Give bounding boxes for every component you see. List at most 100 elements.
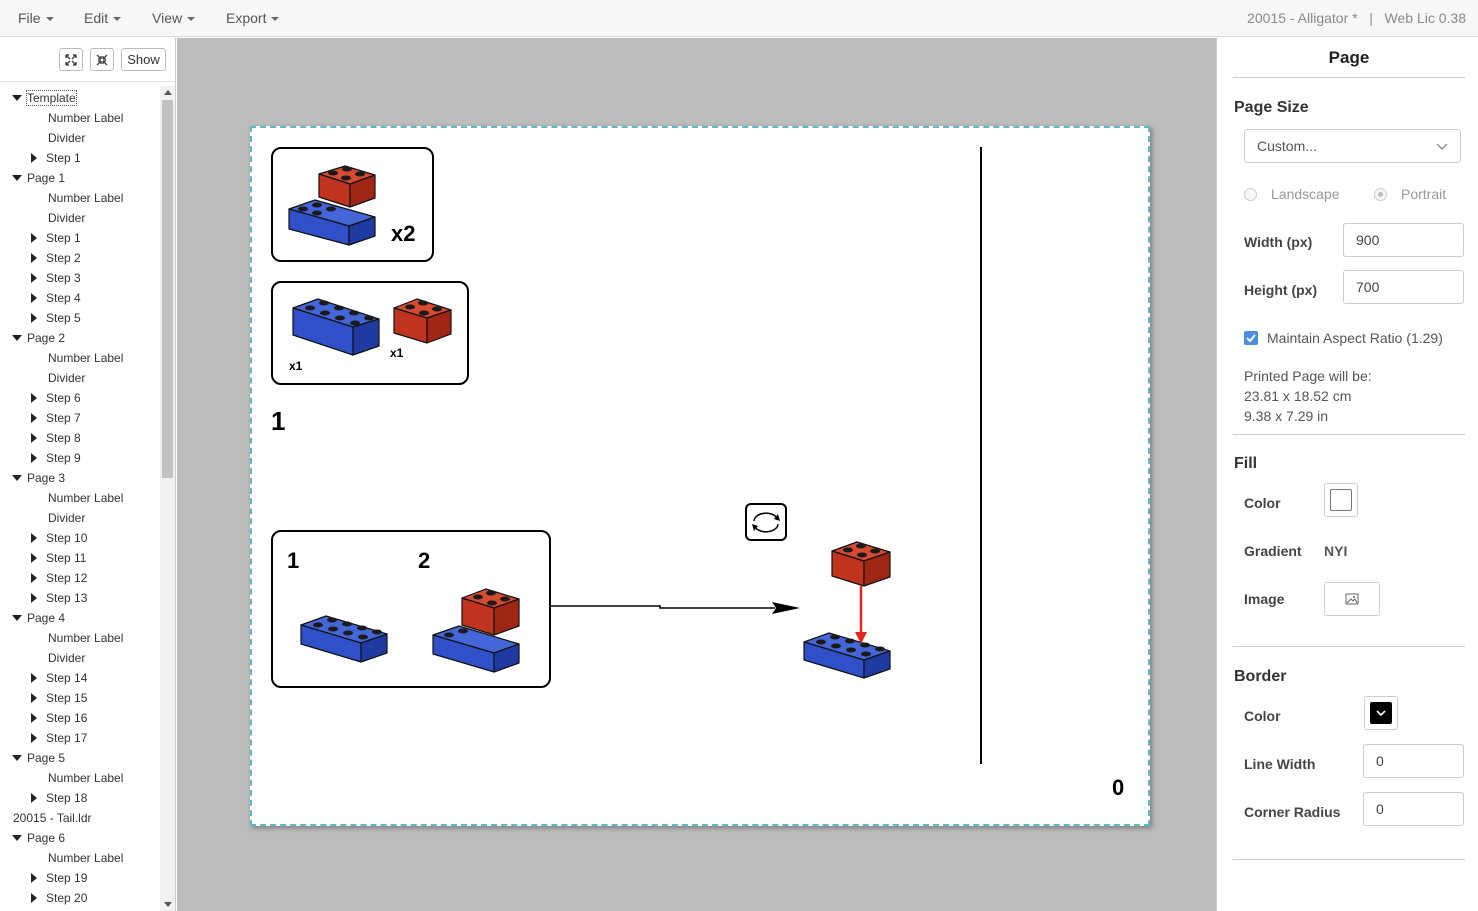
collapse-caret-icon[interactable] — [31, 873, 37, 883]
tree-row[interactable]: Step 20 — [0, 888, 160, 908]
tree-row[interactable]: Page 4 — [0, 608, 160, 628]
tree-row[interactable]: Number Label — [0, 628, 160, 648]
menu-file[interactable]: File — [18, 10, 54, 26]
collapse-caret-icon[interactable] — [31, 293, 37, 303]
tree-row[interactable]: Divider — [0, 128, 160, 148]
tree-row[interactable]: Step 11 — [0, 548, 160, 568]
corner-radius-input[interactable]: 0 — [1363, 792, 1464, 826]
portrait-radio[interactable] — [1374, 188, 1387, 201]
tree-row[interactable]: Number Label — [0, 488, 160, 508]
scrollbar-thumb[interactable] — [162, 100, 173, 478]
submodel-count[interactable]: x2 — [391, 221, 416, 246]
tree-row[interactable]: Step 6 — [0, 388, 160, 408]
callout-box[interactable]: 1 2 — [271, 530, 551, 688]
tree-row[interactable]: Step 9 — [0, 448, 160, 468]
tree-row[interactable]: Step 14 — [0, 668, 160, 688]
collapse-caret-icon[interactable] — [31, 693, 37, 703]
collapse-caret-icon[interactable] — [31, 893, 37, 903]
tree-row[interactable]: Step 10 — [0, 528, 160, 548]
tree-row[interactable]: Step 15 — [0, 688, 160, 708]
tree-row[interactable]: Number Label — [0, 768, 160, 788]
collapse-caret-icon[interactable] — [31, 533, 37, 543]
page-divider[interactable] — [980, 147, 982, 764]
landscape-radio[interactable] — [1244, 188, 1257, 201]
collapse-caret-icon[interactable] — [31, 553, 37, 563]
tree-row[interactable]: Step 1 — [0, 228, 160, 248]
tree-row[interactable]: Step 7 — [0, 408, 160, 428]
line-width-input[interactable]: 0 — [1363, 744, 1464, 778]
collapse-caret-icon[interactable] — [31, 673, 37, 683]
tree-row[interactable]: Template — [0, 88, 160, 108]
tree-row[interactable]: Divider — [0, 208, 160, 228]
tree-row[interactable]: Divider — [0, 368, 160, 388]
menu-export[interactable]: Export — [226, 10, 280, 26]
aspect-ratio-checkbox[interactable] — [1244, 331, 1258, 345]
tree-row[interactable]: Step 16 — [0, 708, 160, 728]
part-count-2[interactable]: x1 — [390, 346, 404, 360]
tree-row[interactable]: Page 5 — [0, 748, 160, 768]
collapse-caret-icon[interactable] — [31, 793, 37, 803]
height-input[interactable]: 700 — [1343, 270, 1464, 304]
collapse-caret-icon[interactable] — [31, 593, 37, 603]
tree-row[interactable]: Divider — [0, 508, 160, 528]
tree-row[interactable]: Step 1 — [0, 148, 160, 168]
collapse-caret-icon[interactable] — [31, 153, 37, 163]
callout-step-number-1[interactable]: 1 — [287, 548, 300, 573]
collapse-caret-icon[interactable] — [31, 713, 37, 723]
tree-row[interactable]: Step 17 — [0, 728, 160, 748]
fill-color-picker[interactable] — [1324, 483, 1358, 517]
tree-row[interactable]: Step 8 — [0, 428, 160, 448]
collapse-caret-icon[interactable] — [31, 433, 37, 443]
tree-row[interactable]: Number Label — [0, 348, 160, 368]
tree-row[interactable]: Number Label — [0, 108, 160, 128]
callout-arrow[interactable] — [550, 592, 810, 622]
menu-view[interactable]: View — [152, 10, 196, 26]
collapse-caret-icon[interactable] — [31, 273, 37, 283]
collapse-caret-icon[interactable] — [31, 573, 37, 583]
tree-row[interactable]: Step 12 — [0, 568, 160, 588]
expand-caret-icon[interactable] — [12, 475, 22, 481]
collapse-caret-icon[interactable] — [31, 313, 37, 323]
collapse-caret-icon[interactable] — [31, 733, 37, 743]
tree-row[interactable]: Page 3 — [0, 468, 160, 488]
expand-caret-icon[interactable] — [12, 95, 22, 101]
tree-row[interactable]: Step 5 — [0, 308, 160, 328]
collapse-caret-icon[interactable] — [31, 393, 37, 403]
submodel-preview[interactable]: x2 — [271, 147, 434, 262]
tree-row[interactable]: Step 19 — [0, 868, 160, 888]
tree-row[interactable]: Page 2 — [0, 328, 160, 348]
step-number[interactable]: 1 — [271, 406, 286, 436]
tree-row[interactable]: Divider — [0, 648, 160, 668]
collapse-caret-icon[interactable] — [31, 253, 37, 263]
tree-row[interactable]: Step 3 — [0, 268, 160, 288]
collapse-all-button[interactable] — [90, 48, 114, 71]
fill-image-button[interactable] — [1324, 582, 1380, 616]
border-color-picker[interactable] — [1364, 696, 1398, 730]
tree-row[interactable]: 20015 - Tail.ldr — [0, 808, 160, 828]
part-count-1[interactable]: x1 — [289, 359, 303, 373]
page-size-select[interactable]: Custom... — [1244, 129, 1461, 163]
expand-caret-icon[interactable] — [12, 615, 22, 621]
callout-step-number-2[interactable]: 2 — [418, 548, 431, 573]
scroll-up-icon[interactable] — [164, 90, 172, 95]
tree-row[interactable]: Number Label — [0, 188, 160, 208]
tree-row[interactable]: Step 2 — [0, 248, 160, 268]
expand-all-button[interactable] — [59, 48, 83, 71]
tree-row[interactable]: Page 1 — [0, 168, 160, 188]
expand-caret-icon[interactable] — [12, 335, 22, 341]
width-input[interactable]: 900 — [1343, 223, 1464, 257]
scroll-down-icon[interactable] — [164, 902, 172, 907]
collapse-caret-icon[interactable] — [31, 413, 37, 423]
tree-row[interactable]: Step 4 — [0, 288, 160, 308]
parts-list[interactable]: x1 x1 — [271, 281, 469, 385]
tree-scrollbar[interactable] — [160, 86, 175, 911]
rotate-icon[interactable] — [745, 503, 787, 541]
menu-edit[interactable]: Edit — [84, 10, 122, 26]
page-number[interactable]: 0 — [1112, 775, 1125, 800]
expand-caret-icon[interactable] — [12, 175, 22, 181]
expand-caret-icon[interactable] — [12, 835, 22, 841]
expand-caret-icon[interactable] — [12, 755, 22, 761]
show-button[interactable]: Show — [121, 48, 166, 71]
collapse-caret-icon[interactable] — [31, 453, 37, 463]
tree-row[interactable]: Number Label — [0, 848, 160, 868]
